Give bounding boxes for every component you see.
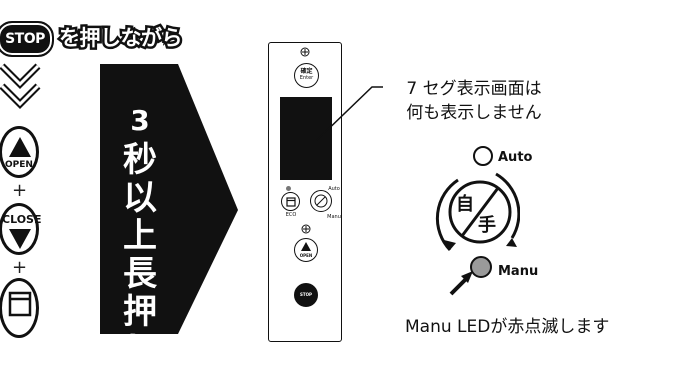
self-char: 自 — [456, 194, 474, 215]
hand-char: 手 — [478, 215, 496, 236]
long-press-text: 3 秒 以 上 長 押 し — [113, 104, 167, 370]
arrow-char-1: 秒 — [123, 140, 157, 180]
arrow-char-5: 押 — [123, 292, 157, 332]
open-button-icon: OPEN — [0, 126, 39, 178]
open-label: OPEN — [5, 160, 33, 170]
enter-button[interactable]: 確定 Enter — [294, 63, 319, 88]
manu-small-label: Manu — [327, 214, 341, 220]
triangle-up-small-icon — [301, 242, 311, 251]
arrow-char-3: 上 — [123, 216, 157, 256]
eco-button-icon — [0, 278, 39, 338]
callout-line-2: 何も表示しません — [406, 103, 542, 123]
auto-manual-small-icon — [314, 194, 328, 208]
instruction-text: を押しながら — [57, 24, 186, 53]
double-chevron-down-icon — [0, 63, 41, 109]
window-small-icon — [286, 197, 296, 207]
eco-small-label: ECO — [285, 212, 297, 218]
close-label: CLOSE — [2, 213, 42, 226]
seconds-number: 3 — [130, 104, 150, 137]
screw-icon-top — [300, 47, 310, 57]
callout-line — [316, 86, 383, 141]
stop-button-icon: STOP — [0, 21, 54, 57]
open-small-label: OPEN — [299, 253, 313, 258]
stop-label: STOP — [5, 31, 45, 47]
auto-manu-small-button[interactable] — [310, 190, 332, 212]
callout-text: 7 セグ表示画面は 何も表示しません — [374, 77, 574, 125]
plus-sign-1: + — [12, 180, 28, 201]
eco-small-button[interactable] — [281, 192, 300, 211]
manu-blink-note: Manu LEDが赤点滅します — [405, 317, 610, 337]
arrow-char-4: 長 — [123, 254, 157, 294]
close-button-icon: CLOSE — [0, 203, 42, 255]
enter-label-en: Enter — [299, 75, 314, 81]
eco-led — [286, 186, 291, 191]
pointer-arrow-icon — [449, 271, 473, 296]
manu-label: Manu — [498, 264, 539, 279]
open-small-button[interactable]: OPEN — [294, 238, 318, 262]
auto-label: Auto — [498, 150, 533, 165]
arrow-char-2: 以 — [123, 178, 157, 218]
stop-small-label: STOP — [300, 292, 312, 297]
triangle-down-icon — [9, 229, 31, 249]
enter-label-jp: 確定 — [300, 68, 313, 75]
auto-small-label: Auto — [328, 186, 340, 192]
arrow-char-6: し — [123, 330, 157, 370]
long-press-arrow-shape — [100, 64, 238, 334]
seven-segment-display — [280, 97, 332, 180]
window-icon — [8, 291, 32, 317]
stop-small-button[interactable]: STOP — [294, 283, 318, 307]
callout-line-1: 7 セグ表示画面は — [406, 79, 542, 99]
auto-manual-switch-icon — [435, 146, 520, 278]
screw-icon-middle — [301, 224, 311, 234]
triangle-up-icon — [9, 137, 31, 157]
plus-sign-2: + — [12, 257, 28, 278]
